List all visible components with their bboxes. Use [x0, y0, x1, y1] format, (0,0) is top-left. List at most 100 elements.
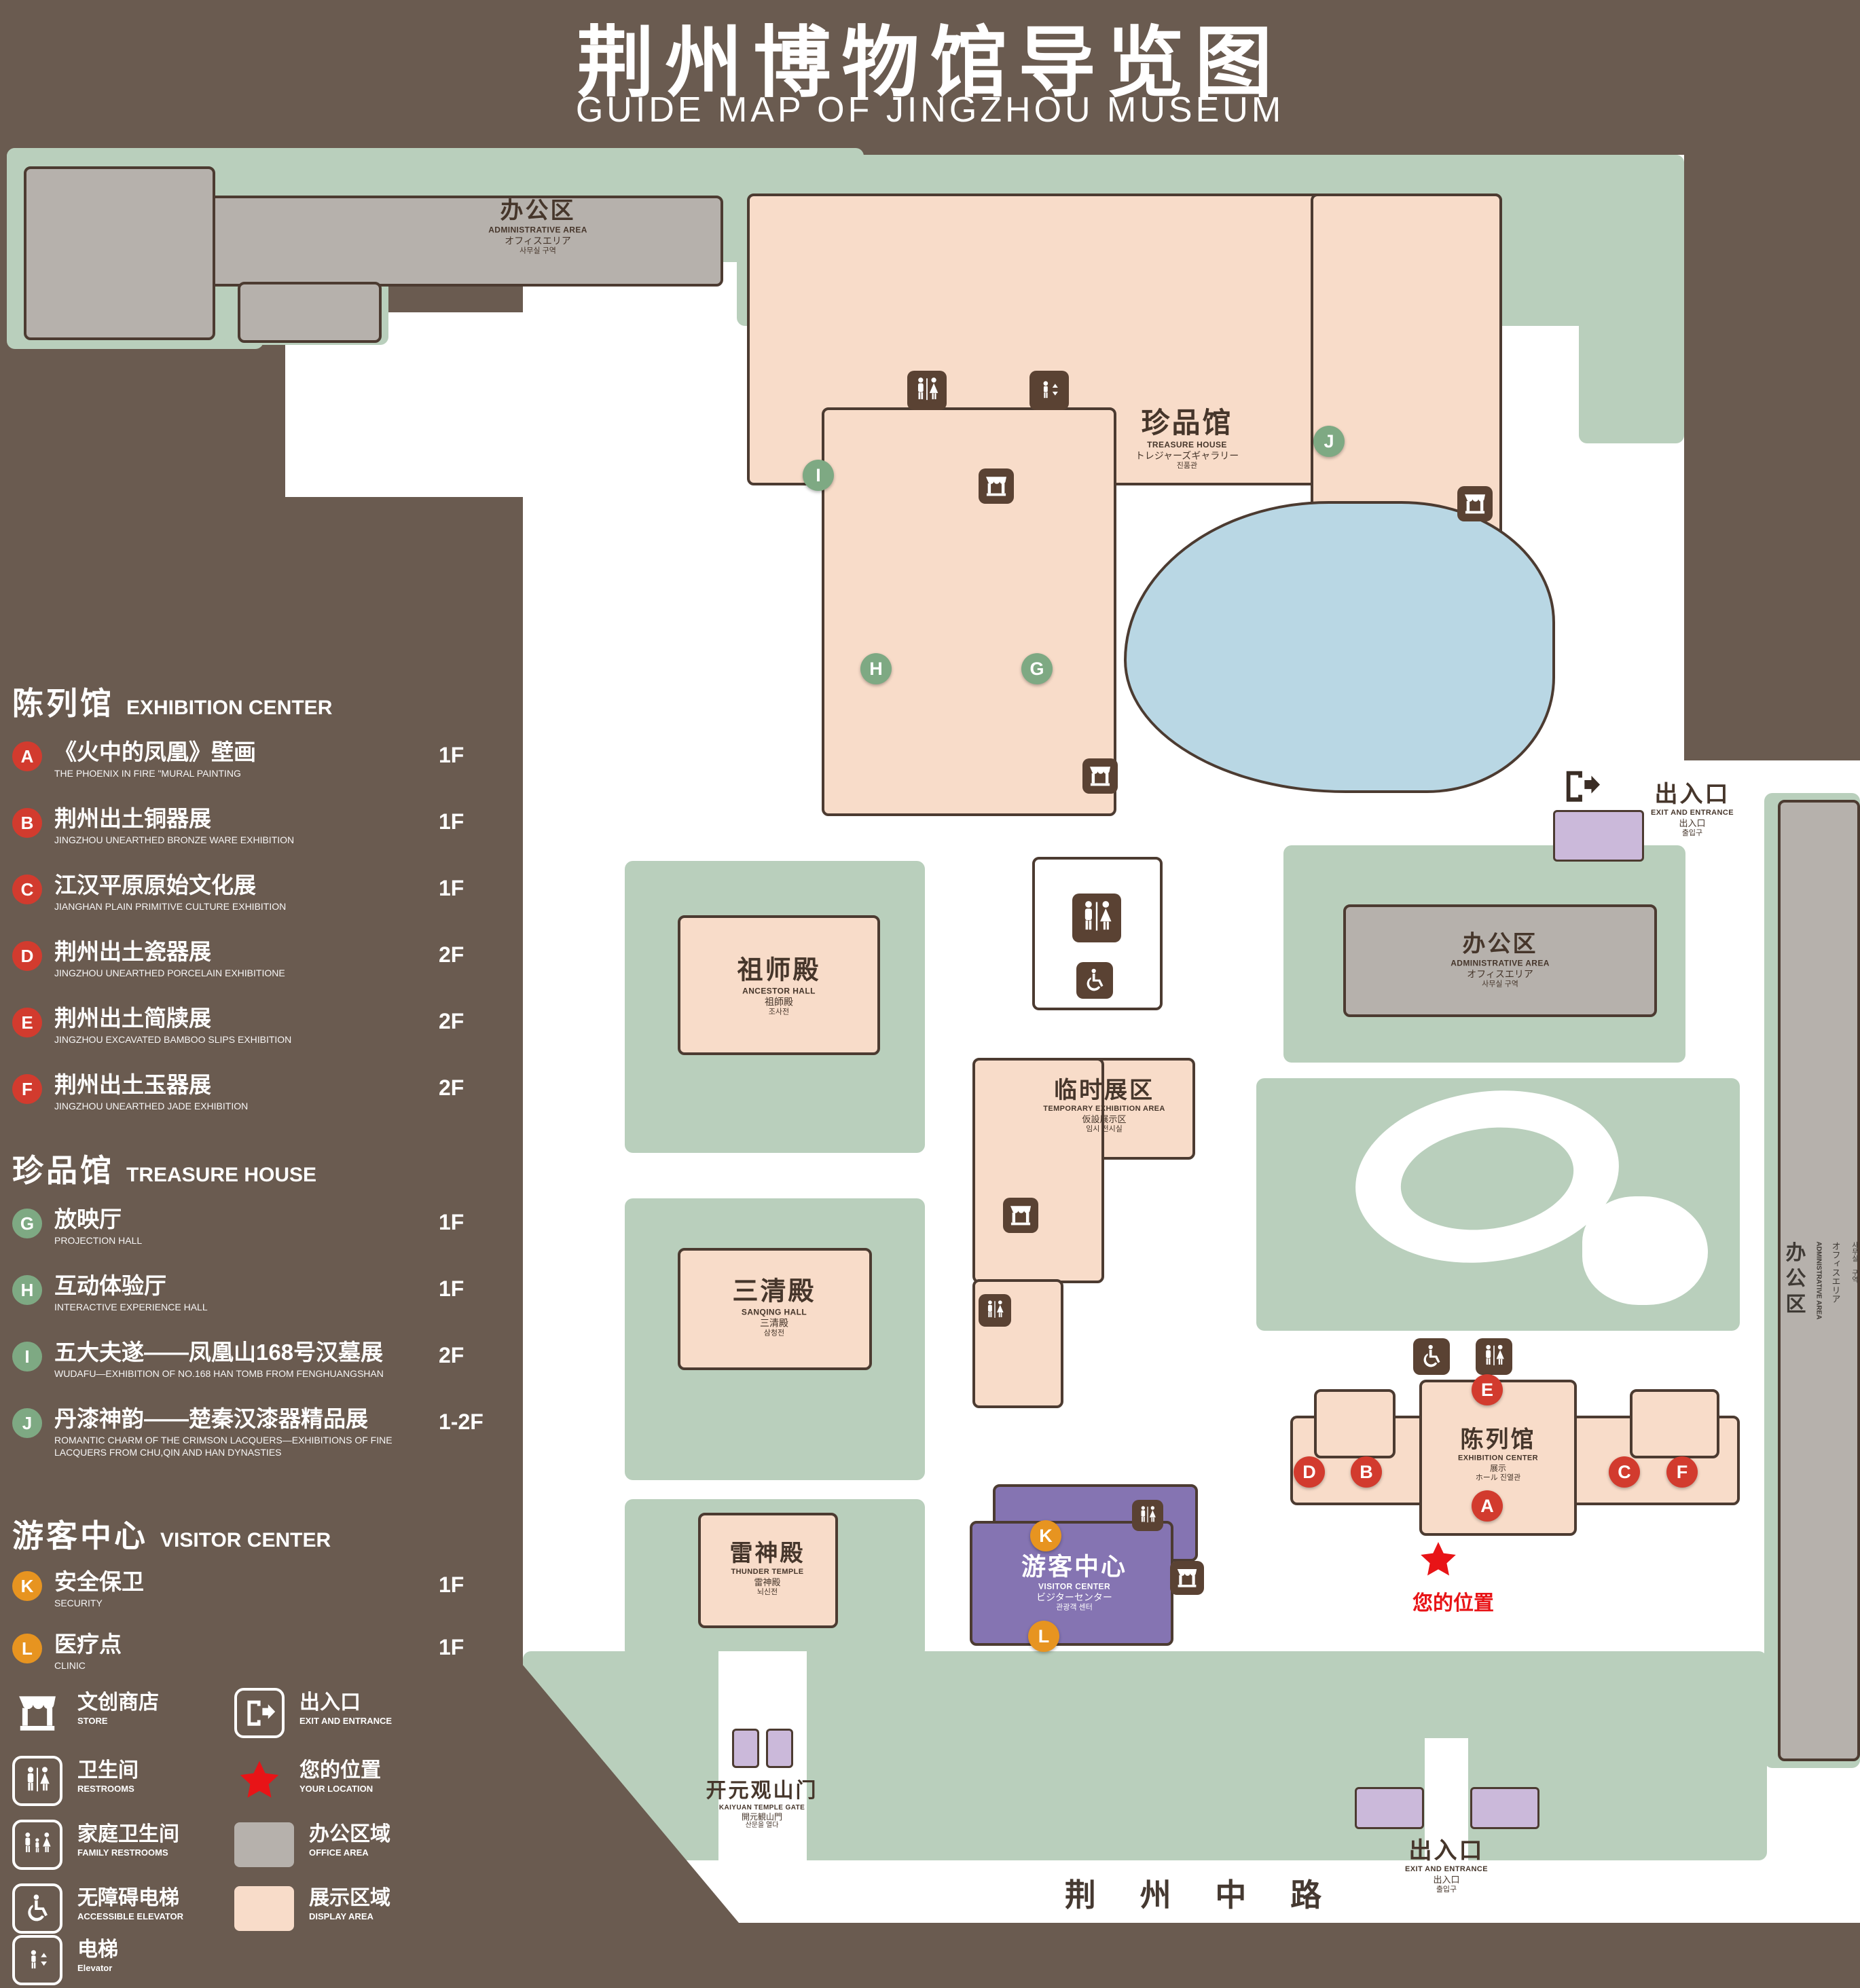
ancestor-hall-label: 祖师殿 ANCESTOR HALL 祖師殿 조사전: [737, 955, 820, 1016]
symbol-en: STORE: [77, 1716, 108, 1726]
label-ja: 三清殿: [759, 1317, 788, 1329]
item-name: 荆州出土玉器展: [54, 1072, 211, 1097]
road-label: 荆 州 中 路: [1064, 1877, 1340, 1913]
entrance-top-block: [1553, 810, 1644, 862]
sanqing-hall-building: [678, 1248, 872, 1370]
label-zh: 办公区: [1462, 931, 1538, 957]
label-zh: 办公区: [1782, 1241, 1805, 1319]
entrance-bottom-block-left: [1355, 1787, 1424, 1829]
item-letter: A: [12, 741, 42, 771]
item-letter: G: [12, 1209, 42, 1238]
your-location-star-icon: [234, 1756, 285, 1806]
thunder-temple-label: 雷神殿 THUNDER TEMPLE 雷神殿 뇌신전: [730, 1540, 805, 1597]
restroom-icon: [12, 1756, 62, 1806]
item-floor: 2F: [439, 942, 464, 967]
your-location-label: 您的位置: [1412, 1592, 1494, 1615]
exhibition-center-label: 陈列馆 EXHIBITION CENTER 展示 ホール 진열관: [1458, 1426, 1538, 1483]
display-area-swatch: [234, 1886, 294, 1931]
page-subtitle: GUIDE MAP OF JINGZHOU MUSEUM: [575, 90, 1285, 130]
symbol-zh: 卫生间: [77, 1759, 139, 1782]
restroom-icon: [979, 1294, 1011, 1327]
item-name: 医疗点: [54, 1632, 122, 1657]
legend-symbol-store: 文创商店 STORE: [12, 1688, 159, 1731]
symbol-zh: 电梯: [77, 1938, 118, 1961]
item-floor: 1F: [439, 1635, 464, 1659]
map-marker-C: C: [1609, 1456, 1640, 1488]
item-desc: THE PHOENIX IN FIRE "MURAL PAINTING: [54, 767, 241, 779]
label-ja: オフィスエリア: [505, 235, 571, 246]
label-en: EXHIBITION CENTER: [1457, 1454, 1539, 1463]
label-ja: 出入口: [1679, 817, 1706, 828]
label-zh: 出入口: [1408, 1837, 1484, 1864]
label-en: ADMINISTRATIVE AREA: [1451, 959, 1550, 969]
store-icon: [1003, 1198, 1038, 1233]
item-desc: ROMANTIC CHARM OF THE CRIMSON LACQUERS—E…: [54, 1434, 393, 1458]
label-en: EXIT AND ENTRANCE: [1651, 809, 1734, 817]
section-title-zh: 游客中心: [12, 1518, 148, 1553]
item-name: 荆州出土简牍展: [54, 1006, 211, 1031]
map-marker-E: E: [1472, 1374, 1503, 1405]
symbol-zh: 您的位置: [299, 1759, 381, 1782]
label-ko: 임시 전시실: [1086, 1124, 1123, 1133]
label-zh: 雷神殿: [729, 1540, 805, 1566]
item-floor: 1F: [439, 876, 464, 900]
item-name: 丹漆神韵——楚秦汉漆器精品展: [54, 1406, 368, 1431]
label-zh: 祖师殿: [737, 956, 821, 985]
item-desc: JINGZHOU UNEARTHED JADE EXHIBITION: [54, 1100, 249, 1111]
label-ja: 出入口: [1433, 1874, 1460, 1885]
elevator-icon: [1029, 371, 1069, 410]
label-ko: 조사전: [768, 1008, 790, 1016]
store-icon: [12, 1688, 62, 1738]
item-name: 《火中的凤凰》壁画: [54, 739, 256, 765]
label-ko: 사무실 구역: [1850, 1241, 1858, 1283]
map-marker-A: A: [1472, 1490, 1503, 1522]
entrance-bottom-block-right: [1470, 1787, 1539, 1829]
item-letter: K: [12, 1571, 42, 1601]
restroom-icon: [907, 371, 947, 410]
map-marker-L: L: [1028, 1621, 1059, 1652]
map-marker-J: J: [1313, 426, 1345, 457]
page-title: 荆州博物馆导览图: [577, 20, 1283, 107]
sanqing-hall-label: 三清殿 SANQING HALL 三清殿 삼청전: [732, 1276, 816, 1338]
label-en: VISITOR CENTER: [1038, 1581, 1111, 1591]
item-floor: 2F: [439, 1075, 464, 1100]
map-marker-I: I: [803, 460, 834, 491]
item-floor: 2F: [439, 1343, 464, 1367]
label-en: ADMINISTRATIVE AREA: [488, 225, 587, 236]
accessible-elevator-icon: [12, 1883, 62, 1934]
ancestor-hall-building: [678, 915, 880, 1055]
accessible-elevator-icon: [1413, 1338, 1450, 1375]
label-en: ANCESTOR HALL: [742, 986, 816, 996]
label-zh: 开元观山门: [706, 1780, 818, 1803]
symbol-zh: 文创商店: [77, 1691, 159, 1714]
visitor-center-label: 游客中心 VISITOR CENTER ビジターセンター 관광객 센터: [1021, 1551, 1127, 1612]
item-desc: JIANGHAN PLAIN PRIMITIVE CULTURE EXHIBIT…: [54, 900, 287, 912]
item-floor: 1F: [439, 1572, 464, 1597]
restroom-icon: [1072, 894, 1121, 942]
item-name: 互动体验厅: [54, 1273, 166, 1298]
label-en: THUNDER TEMPLE: [731, 1568, 804, 1577]
label-zh: 陈列馆: [1460, 1426, 1536, 1453]
label-ja: トレジャーズギャラリー: [1135, 449, 1239, 461]
map-marker-B: B: [1351, 1456, 1382, 1488]
item-desc: SECURITY: [54, 1597, 103, 1608]
section-title-en: VISITOR CENTER: [160, 1529, 331, 1551]
label-ja: 祖師殿: [764, 996, 793, 1008]
legend-item-K: K 安全保卫 SECURITY 1F: [12, 1570, 496, 1609]
gate-block-right: [766, 1729, 793, 1768]
item-name: 安全保卫: [54, 1569, 144, 1594]
item-floor: 1F: [439, 1276, 464, 1301]
